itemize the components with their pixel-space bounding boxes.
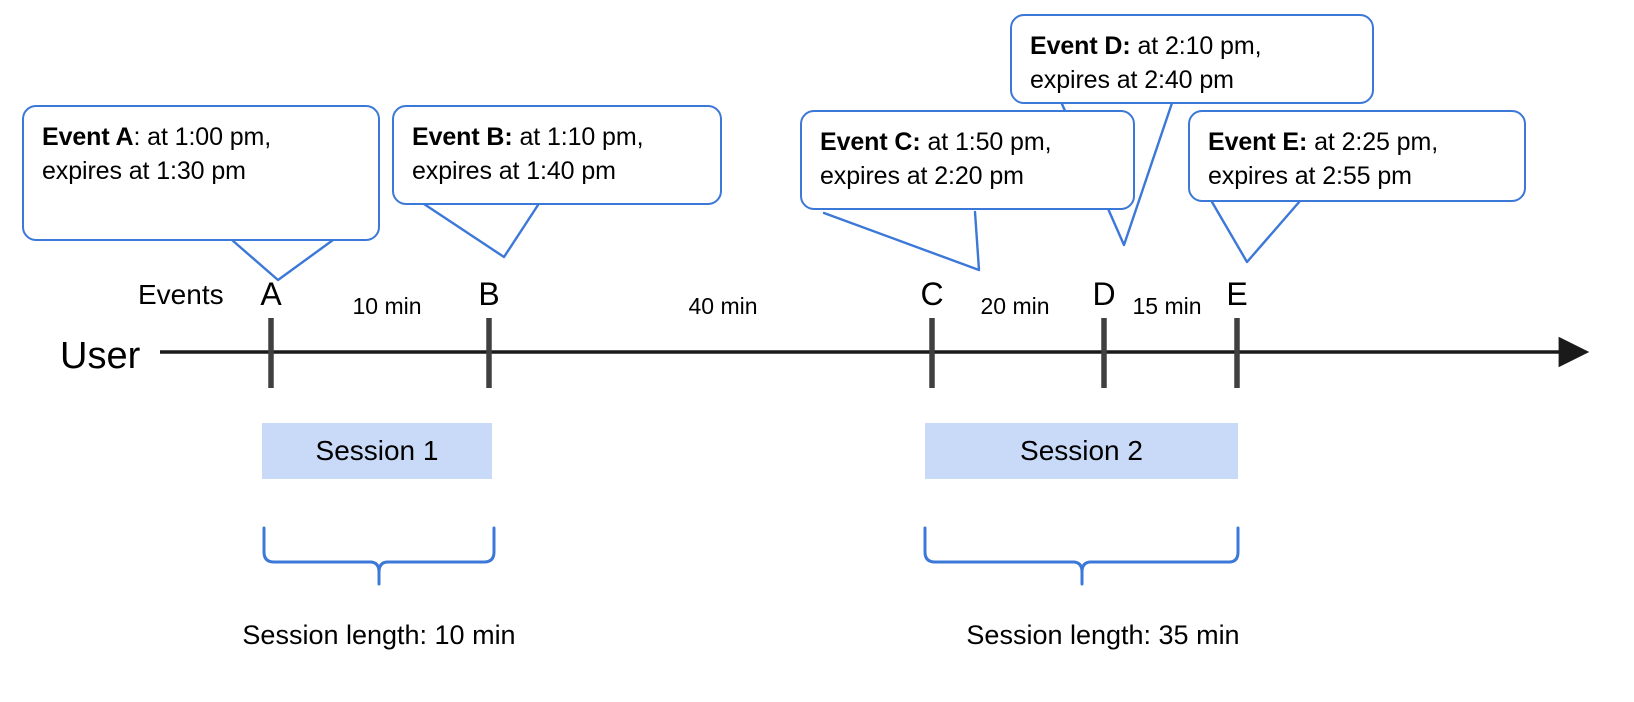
event-letter-e: E bbox=[1226, 276, 1248, 312]
callout-tail-a bbox=[230, 238, 335, 282]
callout-e-line2: expires at 2:55 pm bbox=[1208, 161, 1412, 190]
callout-c-event-label: Event C: bbox=[820, 128, 921, 156]
callout-c-line1: Event C: at 1:50 pm, bbox=[820, 128, 1052, 156]
callout-d-event-label: Event D: bbox=[1030, 32, 1131, 60]
session-block-2[interactable]: Session 2 bbox=[925, 423, 1238, 479]
event-letter-d: D bbox=[1092, 276, 1116, 312]
callout-tail-e bbox=[1210, 199, 1302, 264]
gap-label-d-e: 15 min bbox=[1132, 293, 1202, 319]
callout-b-event-label: Event B: bbox=[412, 123, 513, 151]
event-letter-c: C bbox=[920, 276, 944, 312]
callout-event-b[interactable]: Event B: at 1:10 pm, expires at 1:40 pm bbox=[392, 105, 722, 205]
callout-event-a[interactable]: Event A: at 1:00 pm, expires at 1:30 pm bbox=[22, 105, 380, 241]
callout-c-line2: expires at 2:20 pm bbox=[820, 161, 1024, 190]
session-length-caption-1: Session length: 10 min bbox=[242, 620, 516, 650]
session-block-2-label: Session 2 bbox=[1020, 435, 1143, 466]
callout-b-line2: expires at 1:40 pm bbox=[412, 156, 616, 185]
session-block-1[interactable]: Session 1 bbox=[262, 423, 492, 479]
callout-tail-b bbox=[422, 202, 540, 259]
callout-tail-c bbox=[822, 210, 981, 272]
callout-event-c[interactable]: Event C: at 1:50 pm, expires at 2:20 pm bbox=[800, 110, 1135, 210]
callout-a-line1: Event A: at 1:00 pm, bbox=[42, 123, 271, 151]
event-letter-b: B bbox=[478, 276, 500, 312]
callout-e-event-label: Event E: bbox=[1208, 128, 1308, 156]
callout-e-time: at 2:25 pm, bbox=[1307, 128, 1439, 156]
callout-c-time: at 1:50 pm, bbox=[920, 128, 1052, 156]
callout-a-event-label: Event A bbox=[42, 123, 134, 151]
callout-b-line1: Event B: at 1:10 pm, bbox=[412, 123, 644, 151]
session-brace-2 bbox=[923, 526, 1240, 586]
callout-event-e[interactable]: Event E: at 2:25 pm, expires at 2:55 pm bbox=[1188, 110, 1526, 202]
session-length-caption-2: Session length: 35 min bbox=[966, 620, 1240, 650]
callout-a-time: at 1:00 pm, bbox=[140, 123, 272, 151]
callout-e-line1: Event E: at 2:25 pm, bbox=[1208, 128, 1438, 156]
event-letter-a: A bbox=[260, 276, 282, 312]
gap-label-c-d: 20 min bbox=[980, 293, 1050, 319]
session-block-1-label: Session 1 bbox=[315, 435, 439, 466]
callout-d-time: at 2:10 pm, bbox=[1130, 32, 1262, 60]
callout-event-d[interactable]: Event D: at 2:10 pm, expires at 2:40 pm bbox=[1010, 14, 1374, 104]
session-brace-1 bbox=[262, 526, 496, 586]
callout-b-time: at 1:10 pm, bbox=[512, 123, 644, 151]
gap-label-a-b: 10 min bbox=[352, 293, 422, 319]
lane-label-user: User bbox=[60, 335, 141, 377]
callout-a-line2: expires at 1:30 pm bbox=[42, 156, 246, 185]
callout-a-sep: : bbox=[133, 123, 141, 151]
events-row-label: Events bbox=[138, 279, 224, 310]
gap-label-b-c: 40 min bbox=[688, 293, 758, 319]
callout-d-line1: Event D: at 2:10 pm, bbox=[1030, 32, 1262, 60]
callout-d-line2: expires at 2:40 pm bbox=[1030, 65, 1234, 94]
